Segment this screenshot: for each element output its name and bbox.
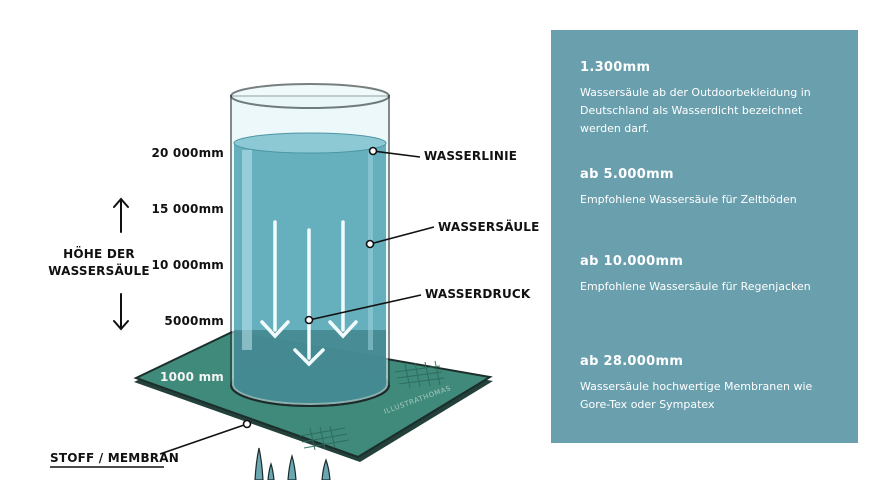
callout-lines [50, 146, 435, 468]
info-text: Wassersäule ab der Outdoorbekleidung in … [580, 86, 811, 135]
info-entry-10000: ab 10.000mm Empfohlene Wassersäule für R… [580, 254, 838, 354]
info-text: Empfohlene Wassersäule für Regenjacken [580, 280, 811, 293]
callout-fabric: STOFF / MEMBRAN [50, 451, 179, 465]
info-entry-1300: 1.300mm Wassersäule ab der Outdoorbeklei… [580, 60, 838, 167]
water-cylinder [230, 83, 390, 407]
info-title: 1.300mm [580, 60, 651, 75]
info-entry-5000: ab 5.000mm Empfohlene Wassersäule für Ze… [580, 167, 838, 254]
info-text: Wassersäule hochwertige Membranen wie Go… [580, 380, 813, 411]
scale-label-1000: 1000 mm [160, 370, 224, 384]
scale-label-10000: 10 000mm [151, 258, 224, 272]
height-arrows [113, 197, 129, 331]
info-title: ab 5.000mm [580, 167, 674, 182]
scale-label-20000: 20 000mm [151, 146, 224, 160]
info-title: ab 28.000mm [580, 354, 684, 369]
scale-label-15000: 15 000mm [151, 202, 224, 216]
water-drips [254, 447, 331, 480]
info-entry-28000: ab 28.000mm Wassersäule hochwertige Memb… [580, 354, 838, 414]
info-panel: 1.300mm Wassersäule ab der Outdoorbeklei… [551, 30, 858, 443]
callout-water-pressure: WASSERDRUCK [425, 287, 531, 301]
callout-water-column: WASSERSÄULE [438, 220, 540, 234]
height-label: HÖHE DER WASSERSÄULE [44, 246, 154, 280]
info-text: Empfohlene Wassersäule für Zeltböden [580, 193, 797, 206]
callout-water-line: WASSERLINIE [424, 149, 518, 163]
pressure-arrows [260, 220, 358, 367]
height-label-line-2: WASSERSÄULE [48, 264, 150, 278]
info-title: ab 10.000mm [580, 254, 684, 269]
scale-label-5000: 5000mm [164, 314, 224, 328]
height-label-line-1: HÖHE DER [63, 247, 135, 261]
